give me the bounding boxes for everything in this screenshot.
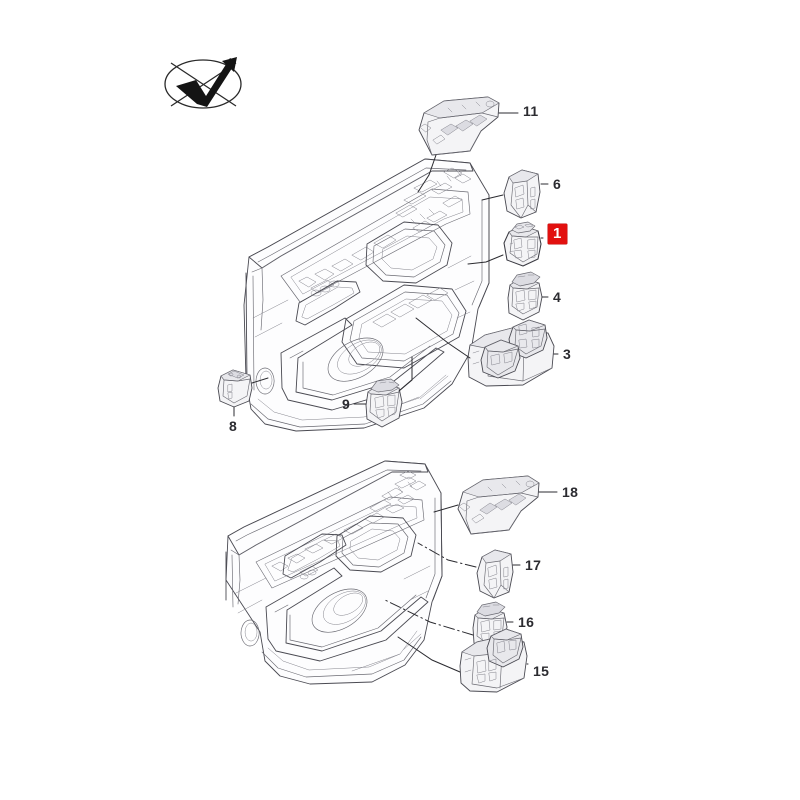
callout-3[interactable]: 3 xyxy=(563,346,572,362)
part-15-rear-window-switch-assembly xyxy=(459,628,528,693)
part-18-rear-handle-trim-switch-strip xyxy=(457,475,540,535)
front-door-leader-lines xyxy=(233,112,559,417)
part-3-driver-master-window-switch xyxy=(467,319,555,387)
part-11-handle-trim-switch-strip xyxy=(418,96,500,156)
part-8-tweeter-speaker-cap xyxy=(217,369,253,408)
part-1-switch-module xyxy=(503,221,542,267)
part-6-mirror-adjust-switch-bracket xyxy=(503,169,541,219)
part-9-single-button-switch xyxy=(365,378,403,428)
callout-1-highlighted[interactable]: 1 xyxy=(548,224,567,244)
front-door-trim-panel xyxy=(243,158,490,432)
callout-6[interactable]: 6 xyxy=(553,176,562,192)
callout-15[interactable]: 15 xyxy=(533,663,550,679)
callout-16[interactable]: 16 xyxy=(518,614,535,630)
callout-11[interactable]: 11 xyxy=(523,103,539,119)
callout-4[interactable]: 4 xyxy=(553,289,562,305)
part-4-two-button-window-switch xyxy=(507,271,543,321)
callout-18[interactable]: 18 xyxy=(562,484,579,500)
check-arrow-ellipse-logo xyxy=(164,57,242,109)
part-17-rear-mirror-switch-bracket xyxy=(476,549,514,599)
callout-8[interactable]: 8 xyxy=(229,418,238,434)
rear-door-trim-panel xyxy=(225,460,443,685)
callout-9[interactable]: 9 xyxy=(342,396,351,412)
rear-door-leader-lines xyxy=(384,491,558,673)
callout-17[interactable]: 17 xyxy=(525,557,542,573)
